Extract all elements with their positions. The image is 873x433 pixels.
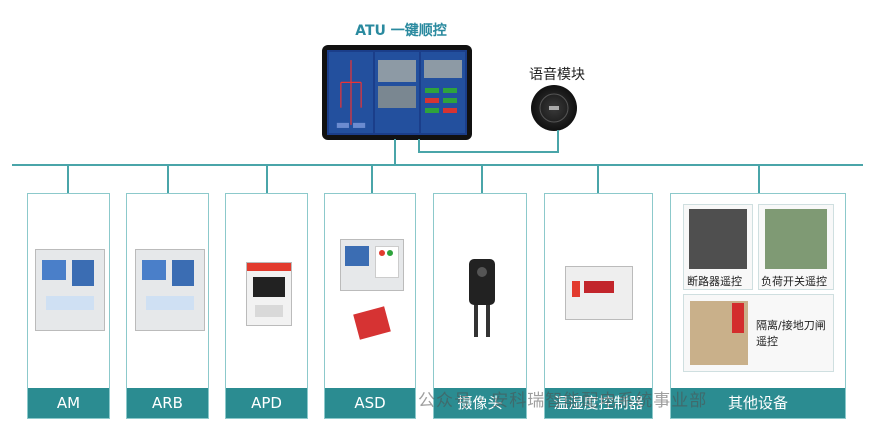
drop-line-camera <box>481 165 483 193</box>
device-label: ARB <box>127 388 208 418</box>
drop-line-asd <box>371 165 373 193</box>
atu-title: ATU 一键顺控 <box>355 23 447 39</box>
apd-device-icon <box>246 262 292 326</box>
screen-pane-diagram <box>329 52 373 133</box>
device-card-thermo: 温湿度控制器 <box>544 193 653 419</box>
breaker-remote-box: 断路器遥控 <box>683 204 753 290</box>
drop-line-other <box>758 165 760 193</box>
atu-monitor <box>322 45 472 140</box>
device-label: AM <box>28 388 109 418</box>
communication-bus <box>12 164 863 166</box>
drop-line-arb <box>167 165 169 193</box>
isolator-remote-label: 隔离/接地刀闸遥控 <box>756 319 826 348</box>
device-label: ASD <box>325 388 415 418</box>
camera-icon <box>469 259 495 305</box>
atu-link-line <box>394 139 396 165</box>
camera-cable-icon <box>474 305 478 337</box>
device-card-arb: ARB <box>126 193 209 419</box>
voice-module-device <box>531 85 577 131</box>
atu-screen <box>327 50 467 135</box>
device-card-other: 断路器遥控 负荷开关遥控 隔离/接地刀闸遥控 其他设备 <box>670 193 846 419</box>
device-card-camera: 摄像头 <box>433 193 527 419</box>
drop-line-thermo <box>597 165 599 193</box>
breaker-remote-label: 断路器遥控 <box>687 275 742 288</box>
load-switch-remote-label: 负荷开关遥控 <box>761 275 827 288</box>
am-relay-icon <box>35 249 105 331</box>
camera-cable-icon <box>486 305 490 337</box>
device-card-am: AM <box>27 193 110 419</box>
drop-line-am <box>67 165 69 193</box>
voice-module-title: 语音模块 <box>529 67 585 83</box>
drop-line-apd <box>266 165 268 193</box>
voice-speaker-icon <box>539 93 569 123</box>
atu-voice-line-c <box>557 130 559 153</box>
asd-actuator-icon <box>353 306 391 340</box>
single-line-diagram-icon <box>336 60 366 128</box>
arb-relay-icon <box>135 249 205 331</box>
atu-voice-line-a <box>418 139 420 153</box>
thermo-controller-icon <box>565 266 633 320</box>
device-card-asd: ASD <box>324 193 416 419</box>
screen-pane-camera <box>375 52 419 133</box>
atu-voice-line-b <box>418 151 559 153</box>
watermark: 公众号 · 安科瑞智能配电系统事业部 <box>418 391 708 411</box>
isolator-remote-box: 隔离/接地刀闸遥控 <box>683 294 834 372</box>
device-card-apd: APD <box>225 193 308 419</box>
device-label: 摄像头 <box>434 388 526 418</box>
asd-controller-icon <box>340 239 404 291</box>
device-label: 温湿度控制器 <box>545 388 652 418</box>
device-label: APD <box>226 388 307 418</box>
screen-pane-status <box>421 52 465 133</box>
load-switch-remote-box: 负荷开关遥控 <box>758 204 834 290</box>
device-label: 其他设备 <box>671 388 845 418</box>
